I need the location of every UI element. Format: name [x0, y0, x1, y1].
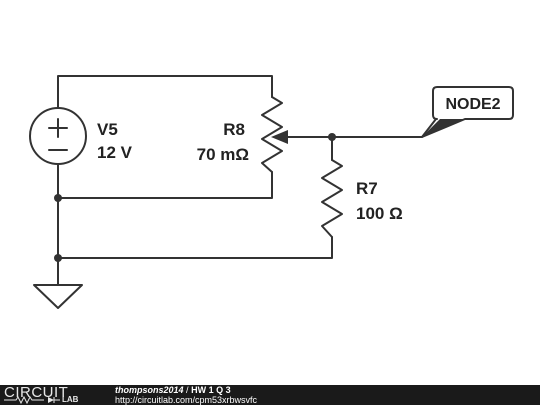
- junction-dot: [54, 254, 62, 262]
- source-value: 12 V: [97, 143, 133, 162]
- node-flag-pointer: [422, 119, 465, 137]
- resistor-name: R7: [356, 179, 378, 198]
- source-name: V5: [97, 120, 118, 139]
- credit-line: thompsons2014 / HW 1 Q 3: [115, 385, 231, 395]
- potentiometer-zigzag: [261, 96, 283, 173]
- potentiometer-value: 70 mΩ: [197, 145, 249, 164]
- resistor-zigzag: [321, 159, 343, 238]
- circuit-url[interactable]: http://circuitlab.com/cpm53xrbwsvfc: [115, 395, 258, 405]
- wire-top-loop: [57, 75, 273, 109]
- footer-bar: CIRCUIT LAB thompsons2014 / HW 1 Q 3 htt…: [0, 384, 540, 405]
- logo-circuit-icon: [4, 396, 60, 404]
- resistor-value: 100 Ω: [356, 204, 403, 223]
- circuitlab-logo[interactable]: CIRCUIT LAB: [4, 384, 114, 405]
- voltage-source-symbol: [29, 107, 87, 165]
- wire-mid-loop: [57, 171, 273, 199]
- junction-dot: [54, 194, 62, 202]
- logo-wordmark: CIRCUIT: [4, 384, 69, 401]
- potentiometer-name: R8: [223, 120, 245, 139]
- potentiometer-wiper-arrow: [271, 130, 288, 144]
- junction-dot: [328, 133, 336, 141]
- node-flag-label: NODE2: [445, 96, 500, 113]
- credit-separator: /: [186, 385, 189, 395]
- author-link[interactable]: thompsons2014: [115, 385, 184, 395]
- logo-lab-text: LAB: [62, 395, 79, 404]
- ground-icon: [33, 284, 83, 309]
- circuit-title: HW 1 Q 3: [191, 385, 231, 395]
- wire-ground-return: [57, 236, 333, 259]
